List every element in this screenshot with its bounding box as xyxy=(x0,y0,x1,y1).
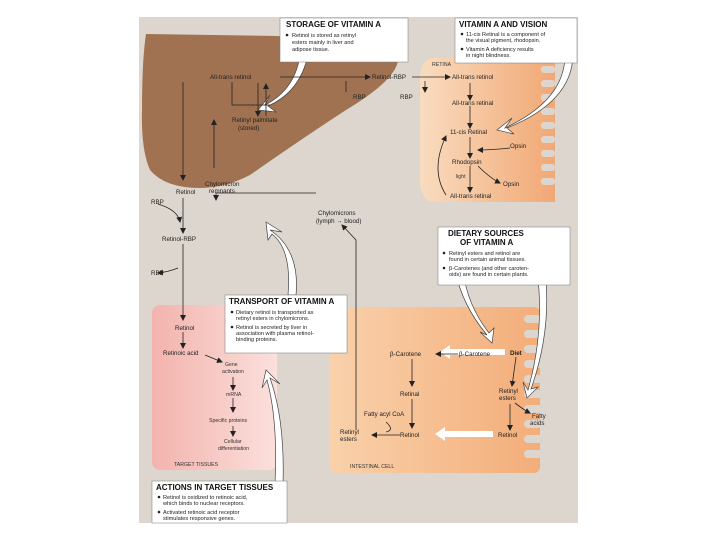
pathway-arrows xyxy=(157,74,531,438)
label-retinol-int: Retinol xyxy=(400,432,419,439)
label-retinyl-esters-int-2: esters xyxy=(340,436,357,443)
label-gene-2: activation xyxy=(222,369,244,375)
storage-line-3: adipose tissue. xyxy=(292,47,330,53)
label-rhodopsin: Rhodopsin xyxy=(452,159,482,166)
label-cellular-2: differentiation xyxy=(218,446,249,452)
dietary-b1-l1: Retinyl esters and retinol are xyxy=(449,251,520,257)
label-chylo-remnants-1: Chylomicron xyxy=(205,181,240,188)
label-diet: Diet xyxy=(510,350,522,357)
label-all-trans-retinol-liver: All-trans retinol xyxy=(210,74,251,81)
transport-b2-l2: association with plasma retinol- xyxy=(236,331,314,337)
actions-b1-l2: which binds to nuclear receptors. xyxy=(162,501,245,507)
dietary-box: DIETARY SOURCES OF VITAMIN A Retinyl est… xyxy=(437,226,571,286)
transport-b1-l1: Dietary retinol is transported as xyxy=(236,310,314,316)
label-rbp-left2: RBP xyxy=(151,270,164,277)
actions-box: ACTIONS IN TARGET TISSUES Retinol is oxi… xyxy=(151,480,288,524)
vision-box: VITAMIN A AND VISION 11-cis Retinal is a… xyxy=(454,17,578,64)
vision-b2-l1: Vitamin A deficiency results xyxy=(466,47,534,53)
transport-title: TRANSPORT OF VITAMIN A xyxy=(229,297,335,306)
label-target-tissues: TARGET TISSUES xyxy=(174,462,219,468)
label-retina: RETINA xyxy=(432,62,452,68)
transport-b1-l2: retinyl esters in chylomicrons. xyxy=(236,316,310,322)
actions-b1-l1: Retinol is oxidized to retinoic acid, xyxy=(163,495,248,501)
label-retinol-right: Retinol xyxy=(498,432,517,439)
label-retinol-target: Retinol xyxy=(175,325,194,332)
label-retinyl-esters-2: esters xyxy=(499,395,516,402)
intestine-input-arrows xyxy=(435,345,505,441)
label-chylomicrons-2: (lymph → blood) xyxy=(316,218,361,225)
label-retinyl-esters-1: Retinyl xyxy=(499,388,518,395)
label-chylo-remnants-2: remnants xyxy=(209,188,235,195)
label-cis-retinal: 11-cis Retinal xyxy=(450,129,487,136)
vision-b1-l1: 11-cis Retinal is a component of xyxy=(466,32,546,38)
label-b-carotene-2: β-Carotene xyxy=(459,351,491,358)
retina-cells xyxy=(541,66,555,185)
label-opsin-2: Opsin xyxy=(503,181,520,188)
actions-b2-l1: Activated retinoic acid receptor xyxy=(163,510,240,516)
label-stored: (stored) xyxy=(238,125,259,132)
storage-line-1: Retinol is stored as retinyl xyxy=(292,33,356,39)
label-intestinal-cell: INTESTINAL CELL xyxy=(350,464,394,470)
label-retinol-rbp-left: Retinol-RBP xyxy=(162,236,196,243)
label-light: light xyxy=(456,174,466,180)
retina-shape xyxy=(420,58,555,202)
label-specific-proteins: Specific proteins xyxy=(209,418,247,424)
label-opsin-1: Opsin xyxy=(510,143,527,150)
label-retinyl-palmitate: Retinyl palmitate xyxy=(232,117,278,124)
label-retinol-rbp-top: Retinol-RBP xyxy=(372,74,406,81)
label-retinyl-esters-int-1: Retinyl xyxy=(340,429,359,436)
vision-b2-l2: in night blindness. xyxy=(466,53,511,59)
actions-b2-l2: stimulates responsive genes. xyxy=(163,516,236,522)
label-b-carotene-1: β-Carotene xyxy=(390,351,422,358)
label-retinoic-acid: Retinoic acid xyxy=(163,350,199,357)
label-rbp-a: RBP xyxy=(353,94,366,101)
storage-box: STORAGE OF VITAMIN A Retinol is stored a… xyxy=(279,17,409,63)
label-fatty-acyl: Fatty acyl CoA xyxy=(364,411,405,418)
storage-title: STORAGE OF VITAMIN A xyxy=(286,20,381,29)
storage-line-2: esters mainly in liver and xyxy=(292,40,354,46)
label-mrna: mRNA xyxy=(226,392,242,398)
label-cellular-1: Cellular xyxy=(224,439,242,445)
label-rbp-left: RBP xyxy=(151,199,164,206)
dietary-b2-l2: oids) are found in certain plants. xyxy=(449,272,529,278)
actions-title: ACTIONS IN TARGET TISSUES xyxy=(156,483,274,492)
vision-b1-l2: the visual pigment, rhodopsin. xyxy=(466,38,541,44)
label-fatty-acids-2: acids xyxy=(530,420,544,427)
vision-title: VITAMIN A AND VISION xyxy=(459,20,548,29)
label-all-trans-retinal: All-trans retinal xyxy=(452,100,493,107)
label-all-trans-retinol-eye: All-trans retinol xyxy=(452,74,493,81)
label-gene-1: Gene xyxy=(225,362,238,368)
label-fatty-acids-1: Fatty xyxy=(532,413,547,420)
pathway-labels: All-trans retinol Retinol-RBP RBP RBP RE… xyxy=(151,62,547,470)
transport-box: TRANSPORT OF VITAMIN A Dietary retinol i… xyxy=(224,294,348,354)
label-all-trans-retinal-2: All-trans retinal xyxy=(450,193,491,200)
transport-b2-l1: Retinol is secreted by liver in xyxy=(236,325,307,331)
dietary-b2-l1: β-Carotenes (and other caroten- xyxy=(449,266,529,272)
label-retinol-liver: Retinol xyxy=(176,189,195,196)
label-rbp-b: RBP xyxy=(400,94,413,101)
label-retinal-int: Retinal xyxy=(400,391,419,398)
dietary-b1-l2: found in certain animal tissues. xyxy=(449,257,526,263)
dietary-title-2: OF VITAMIN A xyxy=(460,238,514,247)
transport-b2-l3: binding proteins. xyxy=(236,337,277,343)
label-chylomicrons-1: Chylomicrons xyxy=(318,210,355,217)
dietary-title-1: DIETARY SOURCES xyxy=(448,229,525,238)
